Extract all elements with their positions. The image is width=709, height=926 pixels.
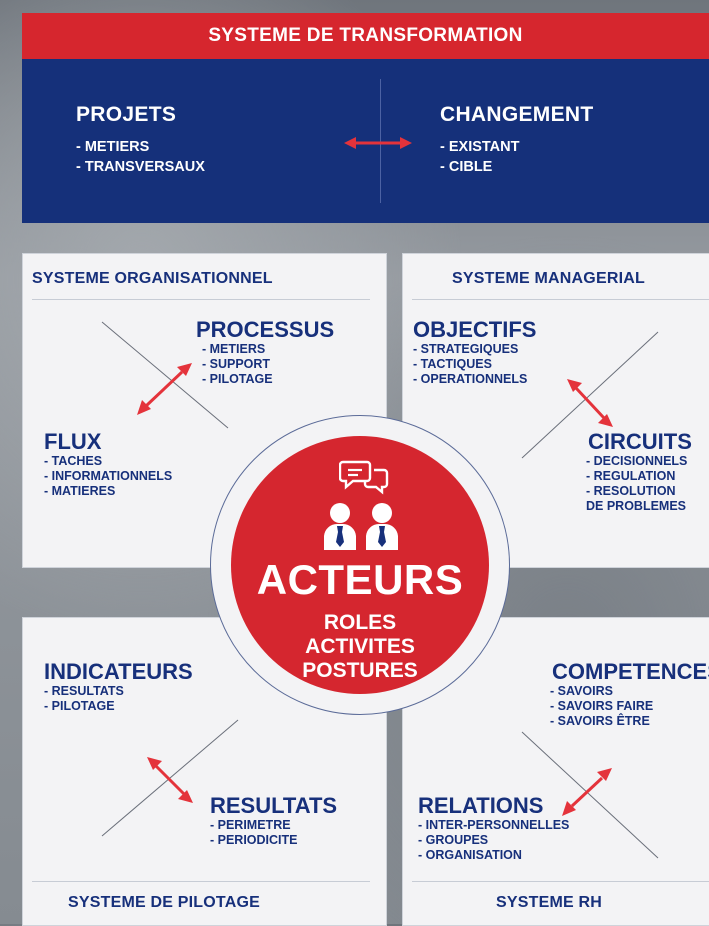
resultats-item: - PERIODICITE [210,833,298,847]
projets-item: - METIERS [76,139,150,155]
divider [412,299,709,300]
processus-item: - METIERS [202,342,266,356]
acteurs-item: ACTIVITES [305,635,415,658]
divider [380,79,381,203]
organisationnel-title: SYSTEME ORGANISATIONNEL [32,270,273,287]
flux-title: FLUX [44,429,102,454]
changement-item: - CIBLE [440,159,493,175]
divider [412,881,709,882]
circuits-item: - REGULATION [586,469,676,483]
circuits-item: - RESOLUTION [586,484,676,498]
relations-item: - ORGANISATION [418,848,522,862]
processus-item: - SUPPORT [202,357,271,371]
acteurs-item: POSTURES [302,659,418,682]
transformation-panel: PROJETS - METIERS - TRANSVERSAUX CHANGEM… [22,59,709,223]
competences-item: - SAVOIRS [550,684,613,698]
double-arrow-icon [101,321,229,429]
processus-item: - PILOTAGE [202,372,273,386]
person-icon [324,503,356,550]
resultats-item: - PERIMETRE [210,818,291,832]
flux-item: - TACHES [44,454,103,468]
acteurs-title: ACTEURS [256,556,464,603]
changement-title: CHANGEMENT [440,103,594,126]
flux-item: - INFORMATIONNELS [44,469,173,483]
competences-item: - SAVOIRS ÊTRE [550,714,650,728]
double-arrow-icon [521,331,659,459]
competences-item: - SAVOIRS FAIRE [550,699,654,713]
managerial-title: SYSTEME MANAGERIAL [452,270,645,287]
relations-title: RELATIONS [418,793,544,818]
relations-item: - INTER-PERSONNELLES [418,818,570,832]
resultats-title: RESULTATS [210,793,338,818]
chat-bubbles-icon [339,460,389,495]
acteurs-item: ROLES [323,611,397,634]
changement-item: - EXISTANT [440,139,520,155]
rh-title: SYSTEME RH [496,894,603,911]
indicateurs-title: INDICATEURS [44,659,193,684]
processus-title: PROCESSUS [196,317,335,342]
indicateurs-item: - PILOTAGE [44,699,115,713]
circuits-item: DE PROBLEMES [586,499,687,513]
flux-item: - MATIERES [44,484,116,498]
projets-item: - TRANSVERSAUX [76,159,205,175]
pilotage-title: SYSTEME DE PILOTAGE [68,894,260,911]
transformation-title: SYSTEME DE TRANSFORMATION [22,13,709,59]
objectifs-item: - TACTIQUES [413,357,492,371]
double-arrow-icon [344,137,412,149]
objectifs-title: OBJECTIFS [413,317,537,342]
person-icon [366,503,398,550]
projets-title: PROJETS [76,103,177,126]
objectifs-item: - STRATEGIQUES [413,342,519,356]
double-arrow-icon [101,719,239,837]
objectifs-item: - OPERATIONNELS [413,372,528,386]
acteurs-circle: ACTEURS ROLES ACTIVITES POSTURES [231,436,489,694]
circuits-item: - DECISIONNELS [586,454,688,468]
divider [32,881,370,882]
circuits-title: CIRCUITS [588,429,692,454]
competences-title: COMPETENCES [552,659,709,684]
double-arrow-icon [521,731,659,859]
relations-item: - GROUPES [418,833,489,847]
indicateurs-item: - RESULTATS [44,684,124,698]
divider [32,299,370,300]
